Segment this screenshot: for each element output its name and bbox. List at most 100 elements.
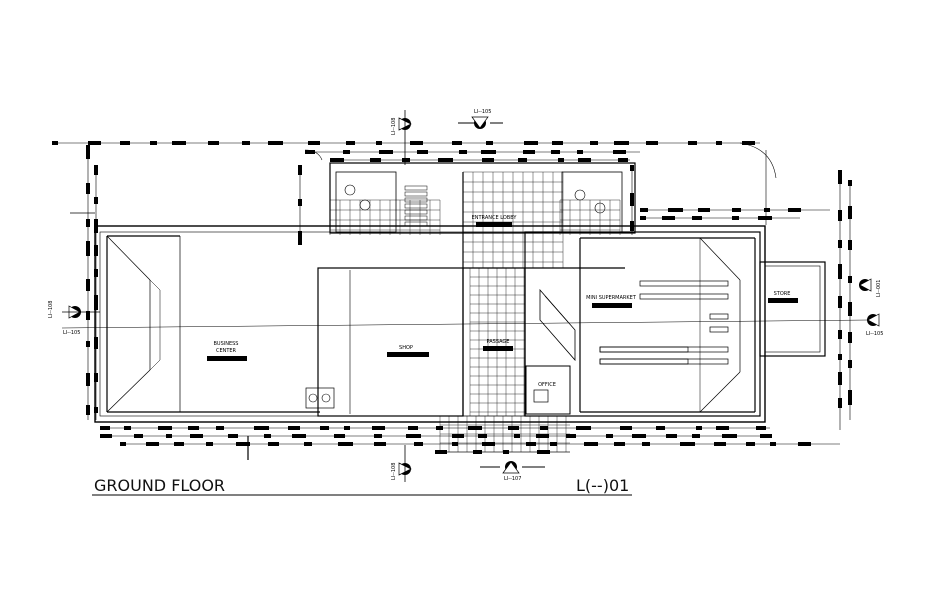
label-underline xyxy=(768,298,798,303)
dimension-tick xyxy=(692,434,700,438)
dimension-tick xyxy=(584,442,598,446)
dimension-tick xyxy=(666,434,677,438)
dimension-tick xyxy=(550,442,557,446)
dimension-tick xyxy=(758,216,772,220)
dimension-tick xyxy=(94,269,98,277)
dimension-tick xyxy=(150,141,157,145)
shelf xyxy=(709,326,729,333)
dimension-tick xyxy=(640,208,648,212)
dimension-tick xyxy=(798,442,811,446)
dimension-tick xyxy=(838,264,842,279)
drawing-title: GROUND FLOOR xyxy=(94,476,225,495)
office-wall xyxy=(525,365,571,415)
dimension-tick xyxy=(566,434,576,438)
dimension-tick xyxy=(764,208,770,212)
dimension-tick xyxy=(536,434,549,438)
boundary-curve xyxy=(739,142,777,179)
stair-tread xyxy=(404,191,428,197)
dimension-tick xyxy=(379,150,393,154)
dimension-tick xyxy=(523,150,535,154)
room-labels: ENTRANCE LOBBY BUSINESS CENTER SHOP PASS… xyxy=(207,215,798,388)
fixtures xyxy=(305,171,729,409)
fixture-circle xyxy=(321,393,331,403)
dimension-tick xyxy=(86,145,90,159)
label-underline xyxy=(476,222,512,227)
dimension-tick xyxy=(838,354,842,360)
svg-text:LI--105: LI--105 xyxy=(63,330,80,336)
shelf xyxy=(599,346,729,353)
dimension-tick xyxy=(86,405,90,415)
dimension-tick xyxy=(606,434,613,438)
dimension-tick xyxy=(742,141,755,145)
dimension-tick xyxy=(417,150,428,154)
dimension-tick xyxy=(632,434,646,438)
dimension-tick xyxy=(216,426,224,430)
dimension-tick xyxy=(402,158,410,162)
svg-text:LI--108: LI--108 xyxy=(391,118,397,135)
svg-text:LI--105: LI--105 xyxy=(866,331,883,337)
dimension-tick xyxy=(86,241,90,256)
dimension-tick xyxy=(304,442,312,446)
stair-tread xyxy=(404,185,428,191)
dimension-tick xyxy=(305,150,315,154)
dimension-tick xyxy=(688,141,697,145)
dimension-tick xyxy=(320,426,329,430)
dimension-tick xyxy=(482,158,494,162)
dimension-lines xyxy=(52,141,852,460)
stair-tread xyxy=(404,221,428,227)
dimension-tick xyxy=(620,426,632,430)
dimension-tick xyxy=(334,434,345,438)
label-underline xyxy=(483,346,513,351)
dimension-tick xyxy=(374,442,386,446)
dimension-tick xyxy=(838,398,842,408)
section-marker-bottom: LI--107 xyxy=(480,461,545,482)
dimension-tick xyxy=(308,141,320,145)
section-marker-right: LI--105 LI--001 xyxy=(859,278,883,337)
sheet-code: L(--)01 xyxy=(576,476,629,495)
dimension-tick xyxy=(94,337,98,349)
dimension-tick xyxy=(732,208,741,212)
dimension-tick xyxy=(508,426,519,430)
dimension-tick xyxy=(732,216,739,220)
inner-wall xyxy=(99,231,761,417)
section-marker-bottom-left: LI--108 xyxy=(391,445,412,482)
dimension-tick xyxy=(848,390,852,405)
dimension-tick xyxy=(714,442,726,446)
dimension-tick xyxy=(298,231,302,245)
shelf xyxy=(639,293,729,300)
dimension-tick xyxy=(94,373,98,382)
dimension-tick xyxy=(344,426,350,430)
dimension-tick xyxy=(374,434,382,438)
fixture-circle xyxy=(344,184,356,196)
dimension-tick xyxy=(346,141,355,145)
dimension-tick xyxy=(459,150,467,154)
dimension-tick xyxy=(298,165,302,175)
dimension-tick xyxy=(613,150,626,154)
dimension-tick xyxy=(770,442,776,446)
dimension-tick xyxy=(268,141,283,145)
wall-line xyxy=(106,235,151,281)
room-label-passage: PASSAGE xyxy=(487,339,510,345)
dimension-tick xyxy=(188,426,199,430)
room-label-entrance-lobby: ENTRANCE LOBBY xyxy=(472,215,518,221)
wc-fixture xyxy=(305,387,335,409)
shelf xyxy=(709,313,729,320)
fixture-circle xyxy=(308,393,318,403)
dimension-tick xyxy=(208,141,219,145)
dimension-tick xyxy=(838,330,842,339)
dimension-tick xyxy=(552,141,563,145)
section-marker-left: LI--105 LI--108 xyxy=(48,301,100,336)
dimension-tick xyxy=(292,434,306,438)
shelf xyxy=(639,280,729,287)
dimension-tick xyxy=(838,240,842,248)
dimension-tick xyxy=(438,158,453,162)
dimension-tick xyxy=(120,442,126,446)
dimension-tick xyxy=(174,442,184,446)
store-wall xyxy=(759,261,826,357)
dimension-tick xyxy=(558,158,564,162)
dimension-tick xyxy=(614,141,629,145)
lobby-block xyxy=(329,162,636,234)
wall-line xyxy=(149,279,161,291)
dimension-tick xyxy=(848,276,852,283)
room-label-mini-supermarket: MINI SUPERMARKET xyxy=(586,295,637,301)
